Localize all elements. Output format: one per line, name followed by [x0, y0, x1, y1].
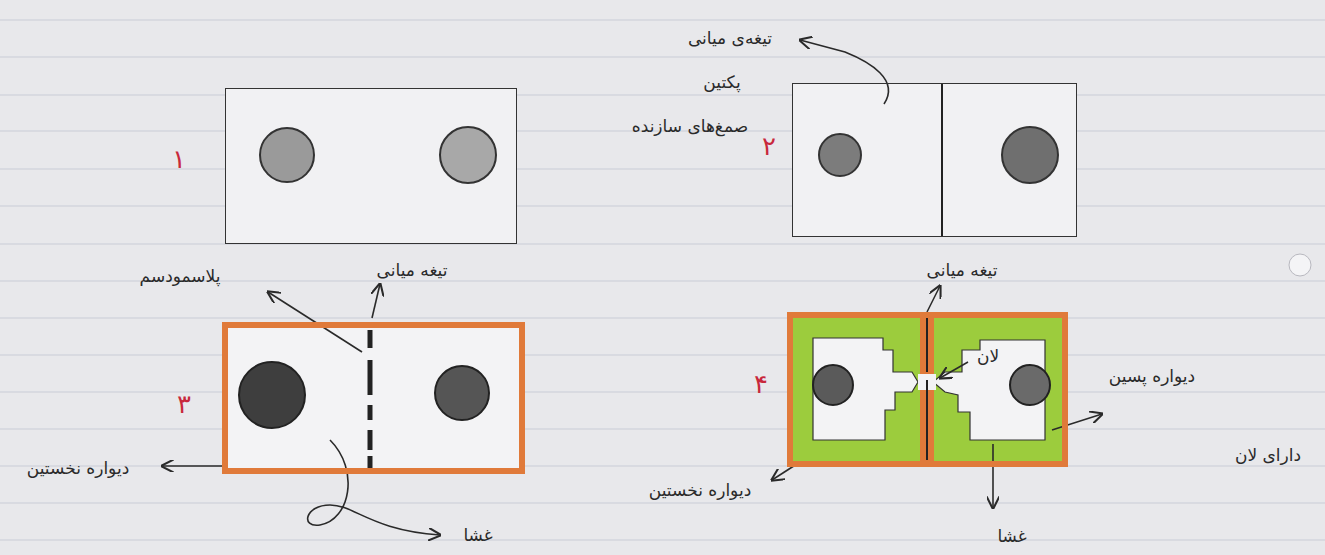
nucleus: [440, 127, 496, 183]
cell-panel: ۴: [787, 312, 1068, 467]
cell-panel: ۳: [222, 322, 525, 474]
ruled-lines: [0, 20, 1325, 540]
part-label: تیغه‌ی میانی: [688, 28, 772, 48]
cell-fill: [792, 83, 1077, 237]
binder-hole: [1289, 254, 1311, 276]
nucleus: [239, 362, 305, 428]
nucleus: [1010, 365, 1050, 405]
part-label: تیغه میانی: [377, 260, 448, 280]
nucleus: [1002, 127, 1058, 183]
nucleus: [813, 365, 853, 405]
leader-line: [1052, 414, 1102, 430]
part-label: دیواره پسین: [1109, 366, 1195, 386]
cell-panel: ۱: [225, 88, 517, 244]
part-label: پلاسمودسم: [140, 266, 221, 286]
cell-fill: [222, 322, 525, 474]
callout-number: ۲: [762, 131, 776, 161]
leader-line: [927, 286, 940, 312]
nucleus: [435, 366, 489, 420]
part-label: غشا: [463, 525, 492, 545]
callout-number: ۱: [172, 144, 186, 174]
leader-line: [940, 362, 968, 378]
part-label: لان: [977, 346, 999, 366]
part-label: صمغ‌های سازنده: [632, 116, 748, 136]
secondary-wall: [787, 312, 1068, 467]
cytoplasm: [813, 338, 918, 440]
leader-line: [992, 444, 994, 508]
cell-fill: [225, 88, 517, 244]
nucleus: [819, 134, 861, 176]
callout-number: ۴: [754, 369, 768, 399]
middle-lamella: [926, 314, 928, 465]
part-label: دیواره نخستین: [649, 480, 751, 500]
cell-panel: ۲: [792, 83, 1077, 237]
part-label: تیغه میانی: [927, 260, 998, 280]
callout-number: ۳: [177, 389, 191, 419]
part-label: غشا: [997, 526, 1026, 546]
part-label: دیواره نخستین: [27, 458, 129, 478]
nucleus: [260, 128, 314, 182]
middle-lamella: [941, 83, 943, 237]
leader-line: [162, 465, 222, 467]
leader-line: [800, 40, 888, 104]
leader-line: [308, 440, 440, 535]
part-label: پکتین: [703, 72, 740, 92]
middle-lamella-dashed: [368, 330, 373, 468]
leader-line: [372, 284, 380, 318]
part-label: دارای لان: [1235, 445, 1301, 465]
